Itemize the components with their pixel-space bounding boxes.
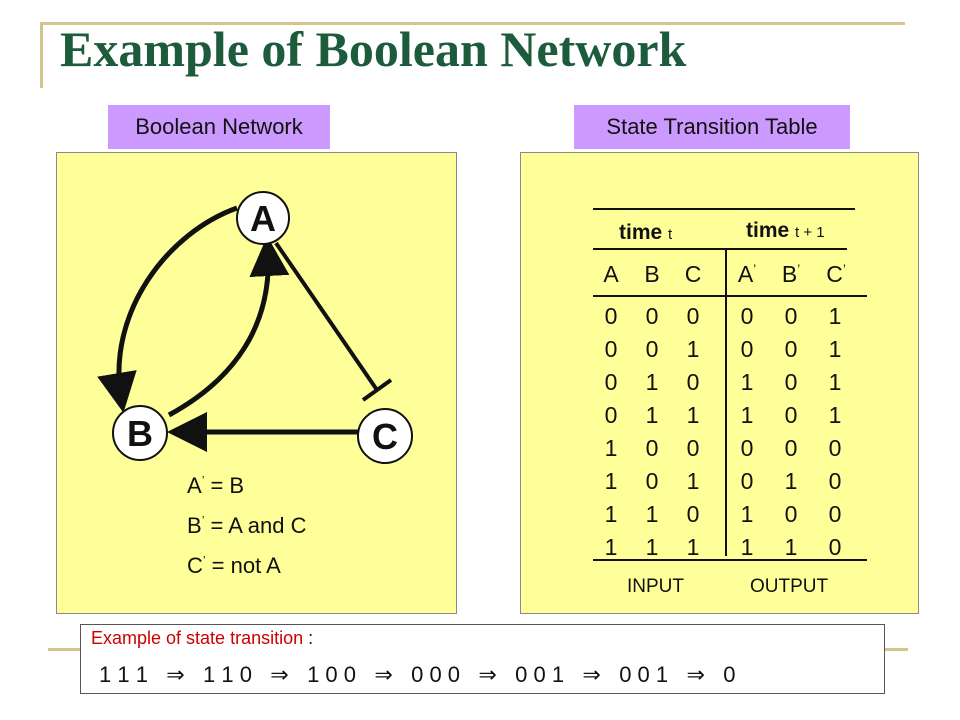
col-c-prime: C’ xyxy=(826,261,846,287)
table-cell-output: 1 xyxy=(740,402,754,428)
table-cell-input: 0 xyxy=(686,435,700,461)
table-cell-input: 1 xyxy=(645,501,659,527)
table-cell-output: 1 xyxy=(740,501,754,527)
table-cell-input: 0 xyxy=(645,435,659,461)
example-label: Example of state transition : xyxy=(91,628,314,648)
table-cell-output: 0 xyxy=(784,303,798,329)
table-cell-output: 0 xyxy=(828,501,842,527)
state-transition-table-tag: State Transition Table xyxy=(574,105,850,149)
table-cell-input: 1 xyxy=(604,435,618,461)
time-t-header: time t xyxy=(619,221,673,244)
table-cell-output: 0 xyxy=(828,468,842,494)
boolean-network-tag: Boolean Network xyxy=(108,105,330,149)
state-table-panel: time t time t + 1 A B C A’ B’ C’ 0 0 0 0 0 1 0… xyxy=(520,152,919,614)
table-cell-input: 0 xyxy=(645,336,659,362)
network-panel: A B C A’ = B B’ = A and C C’ = not A xyxy=(56,152,457,614)
table-cell-input: 1 xyxy=(604,534,618,560)
table-cell-input: 1 xyxy=(604,468,618,494)
table-cell-output: 1 xyxy=(828,369,842,395)
equation-a: A’ = B xyxy=(187,473,245,498)
table-cell-output: 1 xyxy=(828,336,842,362)
network-diagram: A B C xyxy=(97,191,413,464)
table-rules xyxy=(593,208,867,561)
slide-title: Example of Boolean Network xyxy=(60,21,687,77)
input-label: INPUT xyxy=(627,576,684,597)
table-cell-input: 0 xyxy=(686,369,700,395)
col-c: C xyxy=(684,261,702,287)
example-box: Example of state transition : 1 1 1 ⇒ 1 … xyxy=(80,624,885,694)
table-cell-output: 0 xyxy=(740,336,754,362)
equation-c: C’ = not A xyxy=(187,553,281,578)
table-cell-input: 0 xyxy=(604,369,618,395)
table-cell-input: 1 xyxy=(686,402,700,428)
table-cell-output: 1 xyxy=(784,468,798,494)
table-cell-input: 1 xyxy=(686,534,700,560)
table-cell-input: 0 xyxy=(645,468,659,494)
time-t1-header: time t + 1 xyxy=(746,219,825,242)
table-cell-input: 0 xyxy=(604,303,618,329)
table-cell-output: 0 xyxy=(784,501,798,527)
table-cell-output: 0 xyxy=(740,303,754,329)
edge-a-inhibits-c xyxy=(274,241,379,392)
node-a: A xyxy=(236,191,290,245)
table-cell-output: 1 xyxy=(828,303,842,329)
inhibition-bar xyxy=(361,378,393,402)
node-c: C xyxy=(357,408,413,464)
table-cell-output: 0 xyxy=(740,435,754,461)
table-cell-input: 0 xyxy=(645,303,659,329)
table-cell-input: 0 xyxy=(604,402,618,428)
table-cell-input: 1 xyxy=(686,468,700,494)
table-cell-input: 1 xyxy=(645,534,659,560)
table-cell-input: 1 xyxy=(645,369,659,395)
table-cell-input: 0 xyxy=(604,336,618,362)
table-cell-output: 0 xyxy=(784,402,798,428)
table-cell-input: 0 xyxy=(686,501,700,527)
col-b: B xyxy=(644,261,660,287)
node-c-label: C xyxy=(372,416,398,457)
table-cell-output: 1 xyxy=(740,369,754,395)
table-cell-output: 1 xyxy=(740,534,754,560)
table-cell-output: 0 xyxy=(784,336,798,362)
table-cell-output: 1 xyxy=(784,534,798,560)
table-cell-output: 0 xyxy=(784,435,798,461)
table-cell-input: 1 xyxy=(645,402,659,428)
edge-b-to-a xyxy=(167,236,290,418)
table-cell-input: 0 xyxy=(686,303,700,329)
col-b-prime: B’ xyxy=(781,261,801,287)
table-cell-input: 1 xyxy=(686,336,700,362)
col-a-prime: A’ xyxy=(737,261,757,287)
decorative-top-line xyxy=(40,22,905,25)
table-cell-output: 0 xyxy=(828,435,842,461)
node-a-label: A xyxy=(250,198,276,239)
output-label: OUTPUT xyxy=(750,576,829,597)
table-cell-input: 1 xyxy=(604,501,618,527)
equation-b: B’ = A and C xyxy=(187,513,307,538)
table-cell-output: 1 xyxy=(828,402,842,428)
table-cell-output: 0 xyxy=(784,369,798,395)
table-cell-output: 0 xyxy=(740,468,754,494)
table-cell-output: 0 xyxy=(828,534,842,560)
node-b-label: B xyxy=(127,413,153,454)
node-b: B xyxy=(112,405,168,461)
decorative-left-line xyxy=(40,22,43,88)
col-a: A xyxy=(603,261,619,287)
edge-a-to-b xyxy=(97,205,238,413)
example-sequence: 1 1 1 ⇒ 1 1 0 ⇒ 1 0 0 ⇒ 0 0 0 ⇒ 0 0 1 ⇒ … xyxy=(99,662,736,687)
